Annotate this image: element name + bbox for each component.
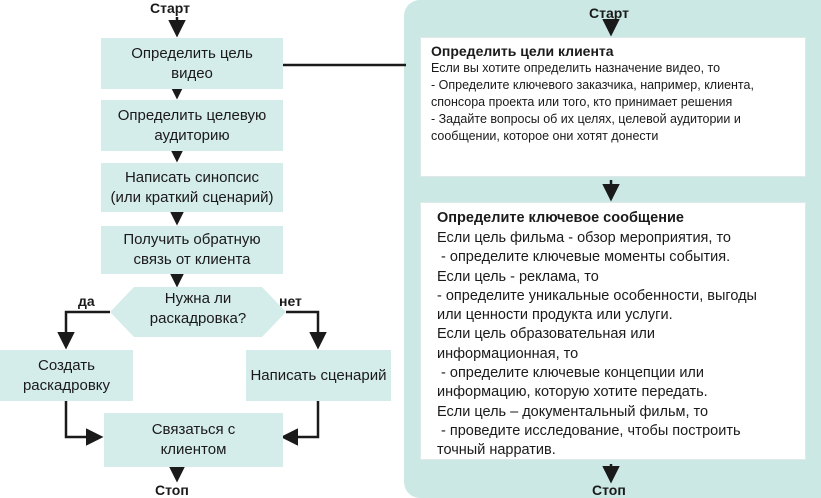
card-line: спонсора проекта или того, кто принимает… [431, 95, 733, 109]
card-line: или ценности продукта или услуги. [437, 307, 673, 324]
arrow-yes-to-final [64, 400, 104, 446]
stop-label: Стоп [155, 482, 189, 498]
card-line: - Задайте вопросы об их целях, целевой а… [431, 112, 741, 126]
arrow-yes-branch [57, 310, 110, 350]
step-write-script: Написать сценарий [246, 350, 391, 401]
card-client-goals: Определить цели клиента Если вы хотите о… [420, 37, 806, 177]
card-line: Если цель - реклама, то [437, 268, 599, 285]
card-client-goals-title: Определить цели клиента [431, 43, 614, 59]
arrow-no-branch [286, 310, 327, 350]
panel-start-label: Старт [589, 5, 629, 21]
card-line: Если вы хотите определить назначение вид… [431, 61, 721, 75]
card-key-message: Определите ключевое сообщение Если цель … [420, 202, 806, 460]
card-key-message-title: Определите ключевое сообщение [437, 210, 684, 226]
step-write-synopsis: Написать синопсис(или краткий сценарий) [101, 163, 283, 212]
yes-label: да [78, 293, 95, 309]
card-line: - проведите исследование, чтобы построит… [437, 422, 741, 439]
card-line: - определите ключевые моменты события. [437, 249, 731, 266]
arrow-no-to-final [280, 400, 320, 446]
card-line: сообщении, которое они хотят донести [431, 129, 659, 143]
card-line: - определите уникальные особенности, выг… [437, 287, 757, 304]
no-label: нет [279, 293, 302, 309]
card-line: - Определите ключевого заказчика, наприм… [431, 78, 754, 92]
card-line: Если цель – документальный фильм, то [437, 403, 709, 420]
start-label: Старт [150, 0, 190, 16]
card-line: - определите ключевые концепции или [437, 365, 704, 382]
card-line: информационная, то [437, 345, 579, 362]
card-line: точный нарратив. [437, 442, 556, 459]
card-line: Если цель образовательная или [437, 326, 655, 343]
panel-stop-label: Стоп [592, 482, 626, 498]
decision-diamond [110, 287, 286, 337]
card-line: информацию, которую хотите передать. [437, 384, 708, 401]
card-line: Если цель фильма - обзор мероприятия, то [437, 230, 731, 246]
